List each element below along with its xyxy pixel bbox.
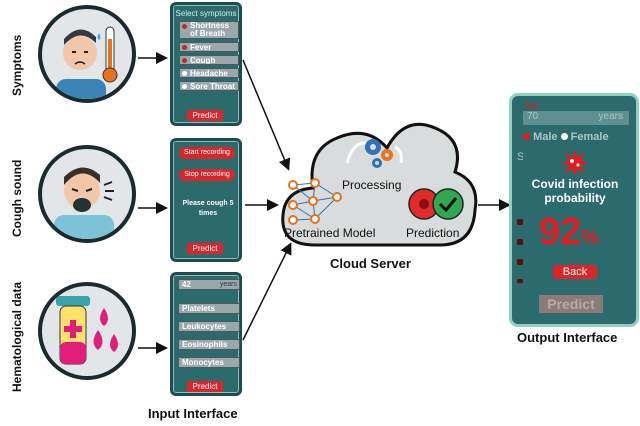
- probability-value: 92%: [539, 211, 600, 253]
- age-label: Age: [525, 101, 540, 110]
- gears-icon: [345, 139, 403, 168]
- output-predict-button[interactable]: Predict: [539, 295, 603, 313]
- virus-icon: [563, 151, 587, 175]
- pretrained-model-label: Pretrained Model: [284, 226, 376, 240]
- side-stripes: [517, 219, 523, 283]
- output-phone: Age 70 years Male Female Select ases Cov…: [512, 96, 636, 324]
- arrow-to-cloud-1: [242, 59, 291, 171]
- cough-instruction: Please cough 5 times: [182, 200, 234, 217]
- radio-icon: [182, 84, 187, 89]
- symptom-option[interactable]: Cough: [179, 55, 239, 65]
- prediction-result-icon: [408, 188, 464, 220]
- input-interface-label: Input Interface: [148, 406, 238, 421]
- symptom-option[interactable]: Shortness of Breath: [179, 21, 239, 39]
- radio-icon: [182, 71, 187, 76]
- leukocytes-field[interactable]: Leukocytes: [178, 321, 240, 332]
- sick-person-icon: [56, 26, 118, 99]
- stop-recording-button[interactable]: Stop recording: [179, 169, 235, 181]
- symptoms-phone: Select symptoms Shortness of Breath Feve…: [170, 2, 242, 126]
- symptom-option[interactable]: Fever: [179, 42, 239, 52]
- symptoms-illustration: [38, 5, 136, 103]
- back-button[interactable]: Back: [553, 265, 597, 279]
- male-radio-icon: [523, 133, 530, 140]
- cough-illustration: [38, 145, 136, 243]
- radio-icon: [182, 58, 187, 63]
- cough-predict-button[interactable]: Predict: [187, 243, 223, 254]
- monocytes-field[interactable]: Monocytes: [178, 357, 240, 368]
- radio-icon: [182, 24, 187, 29]
- symptom-option[interactable]: Sore Throat: [179, 81, 239, 91]
- gender-selector[interactable]: Male Female: [523, 131, 633, 145]
- platelets-field[interactable]: Platelets: [178, 303, 240, 314]
- cough-phone: Start recording Stop recording Please co…: [170, 138, 242, 262]
- blood-tube-icon: [56, 296, 118, 365]
- symptoms-predict-button[interactable]: Predict: [187, 110, 223, 121]
- hema-predict-button[interactable]: Predict: [187, 381, 223, 392]
- result-title: Covid infection probability: [531, 177, 619, 205]
- symptom-option[interactable]: Headache: [179, 68, 239, 78]
- arrow-to-cloud-3: [242, 242, 292, 341]
- hematological-illustration: [38, 282, 136, 380]
- symptoms-header: Select symptoms: [175, 9, 237, 18]
- output-age-field[interactable]: 70 years: [523, 111, 629, 125]
- prediction-label: Prediction: [406, 226, 460, 240]
- cloud-server-label: Cloud Server: [330, 256, 411, 271]
- neural-network-icon: [288, 178, 342, 225]
- female-radio-icon: [560, 133, 568, 140]
- eosinophils-field[interactable]: Eosinophils: [178, 339, 240, 350]
- result-dialog: Covid infection probability 92% Back: [523, 149, 627, 281]
- coughing-person-icon: [54, 167, 114, 239]
- processing-label: Processing: [342, 178, 402, 192]
- output-interface-label: Output Interface: [517, 330, 618, 345]
- radio-icon: [182, 45, 187, 50]
- start-recording-button[interactable]: Start recording: [179, 147, 235, 159]
